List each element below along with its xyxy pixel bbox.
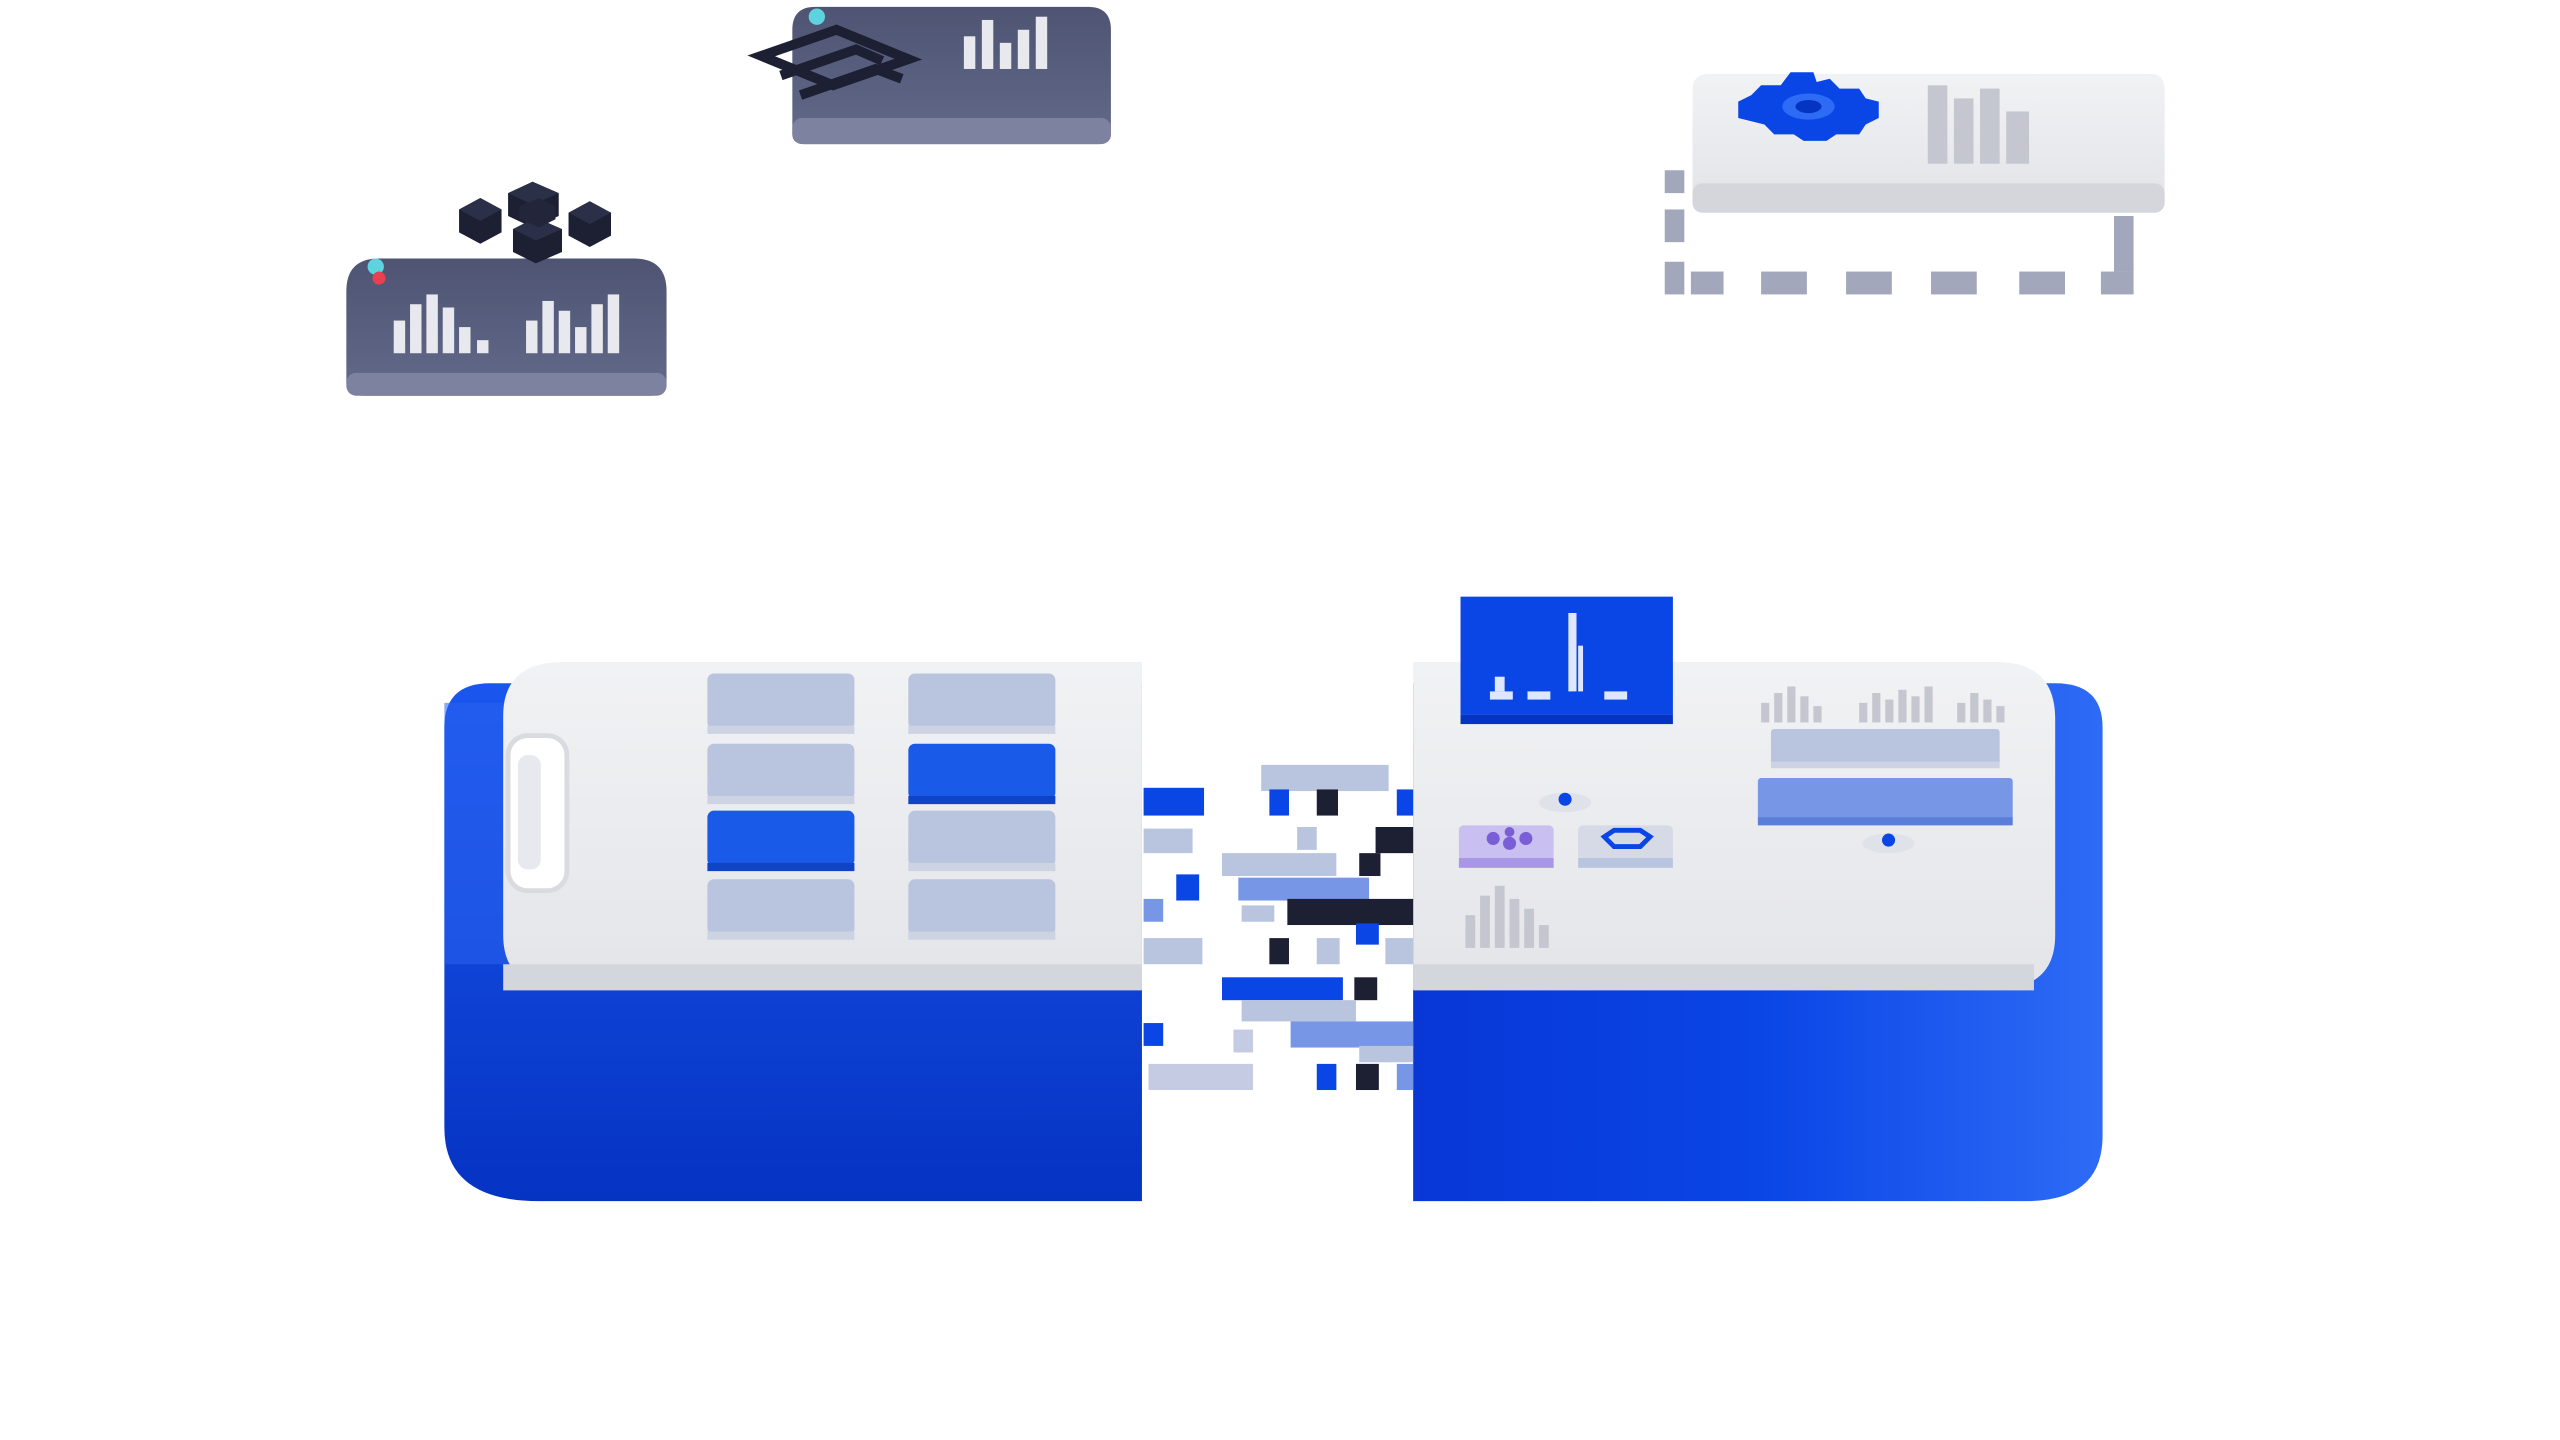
knob-dot (1558, 792, 1572, 806)
grid-tile (707, 743, 855, 800)
handle-inner (517, 755, 541, 870)
bar-chart-icon (1761, 686, 2005, 723)
grid-tile (908, 810, 1056, 867)
progress-bar-edge (1770, 761, 2000, 769)
grid-tile-edge (908, 931, 1056, 940)
status-dot-icon (808, 8, 826, 25)
knob-dot (1882, 833, 1896, 847)
grid-tile (707, 673, 855, 729)
grid-tile-edge (908, 862, 1056, 872)
purple-chip-icon (1458, 825, 1554, 868)
bar-chart-icon (963, 16, 1048, 69)
settings-panel (1664, 72, 2165, 295)
tile-grid (707, 673, 1056, 940)
bar-chart-icon (393, 294, 620, 354)
grid-tile (908, 673, 1056, 729)
grid-tile-edge (707, 931, 855, 940)
gear-outline-icon (1578, 825, 1673, 868)
grid-tile-edge (908, 725, 1056, 734)
grid-tile-edge (908, 795, 1056, 805)
status-dot-icon (367, 258, 384, 275)
grid-tile (707, 879, 855, 935)
right-platform (1413, 596, 2103, 1202)
grid-tile-edge (707, 725, 855, 734)
bar-chart-icon (1465, 885, 1549, 948)
progress-bar (1770, 728, 2000, 765)
right-platform-edge (1413, 964, 2034, 991)
left-platform-edge (503, 964, 1142, 991)
progress-bar-edge (1757, 817, 2013, 826)
grid-tile-edge (707, 795, 855, 805)
left-platform (444, 662, 1142, 1202)
dashed-connection-icon (1664, 170, 2134, 295)
progress-bar (1757, 777, 2013, 821)
grid-tile-highlighted (908, 743, 1056, 800)
grid-tile (908, 879, 1056, 935)
grid-tile-edge (707, 862, 855, 872)
server-cube-cluster-icon (459, 181, 612, 264)
status-dot-icon (372, 271, 386, 285)
bar-chart-icon (1927, 85, 2030, 164)
pixel-data-stream-icon (1143, 764, 1414, 1091)
server-dashboard-panel (346, 181, 667, 396)
stacked-frames-icon (747, 24, 923, 100)
gear-icon (1738, 72, 1879, 141)
analytics-screen-icon (1460, 596, 1673, 725)
grid-tile-highlighted (707, 810, 855, 867)
device-dashboard-panel (747, 6, 1111, 145)
